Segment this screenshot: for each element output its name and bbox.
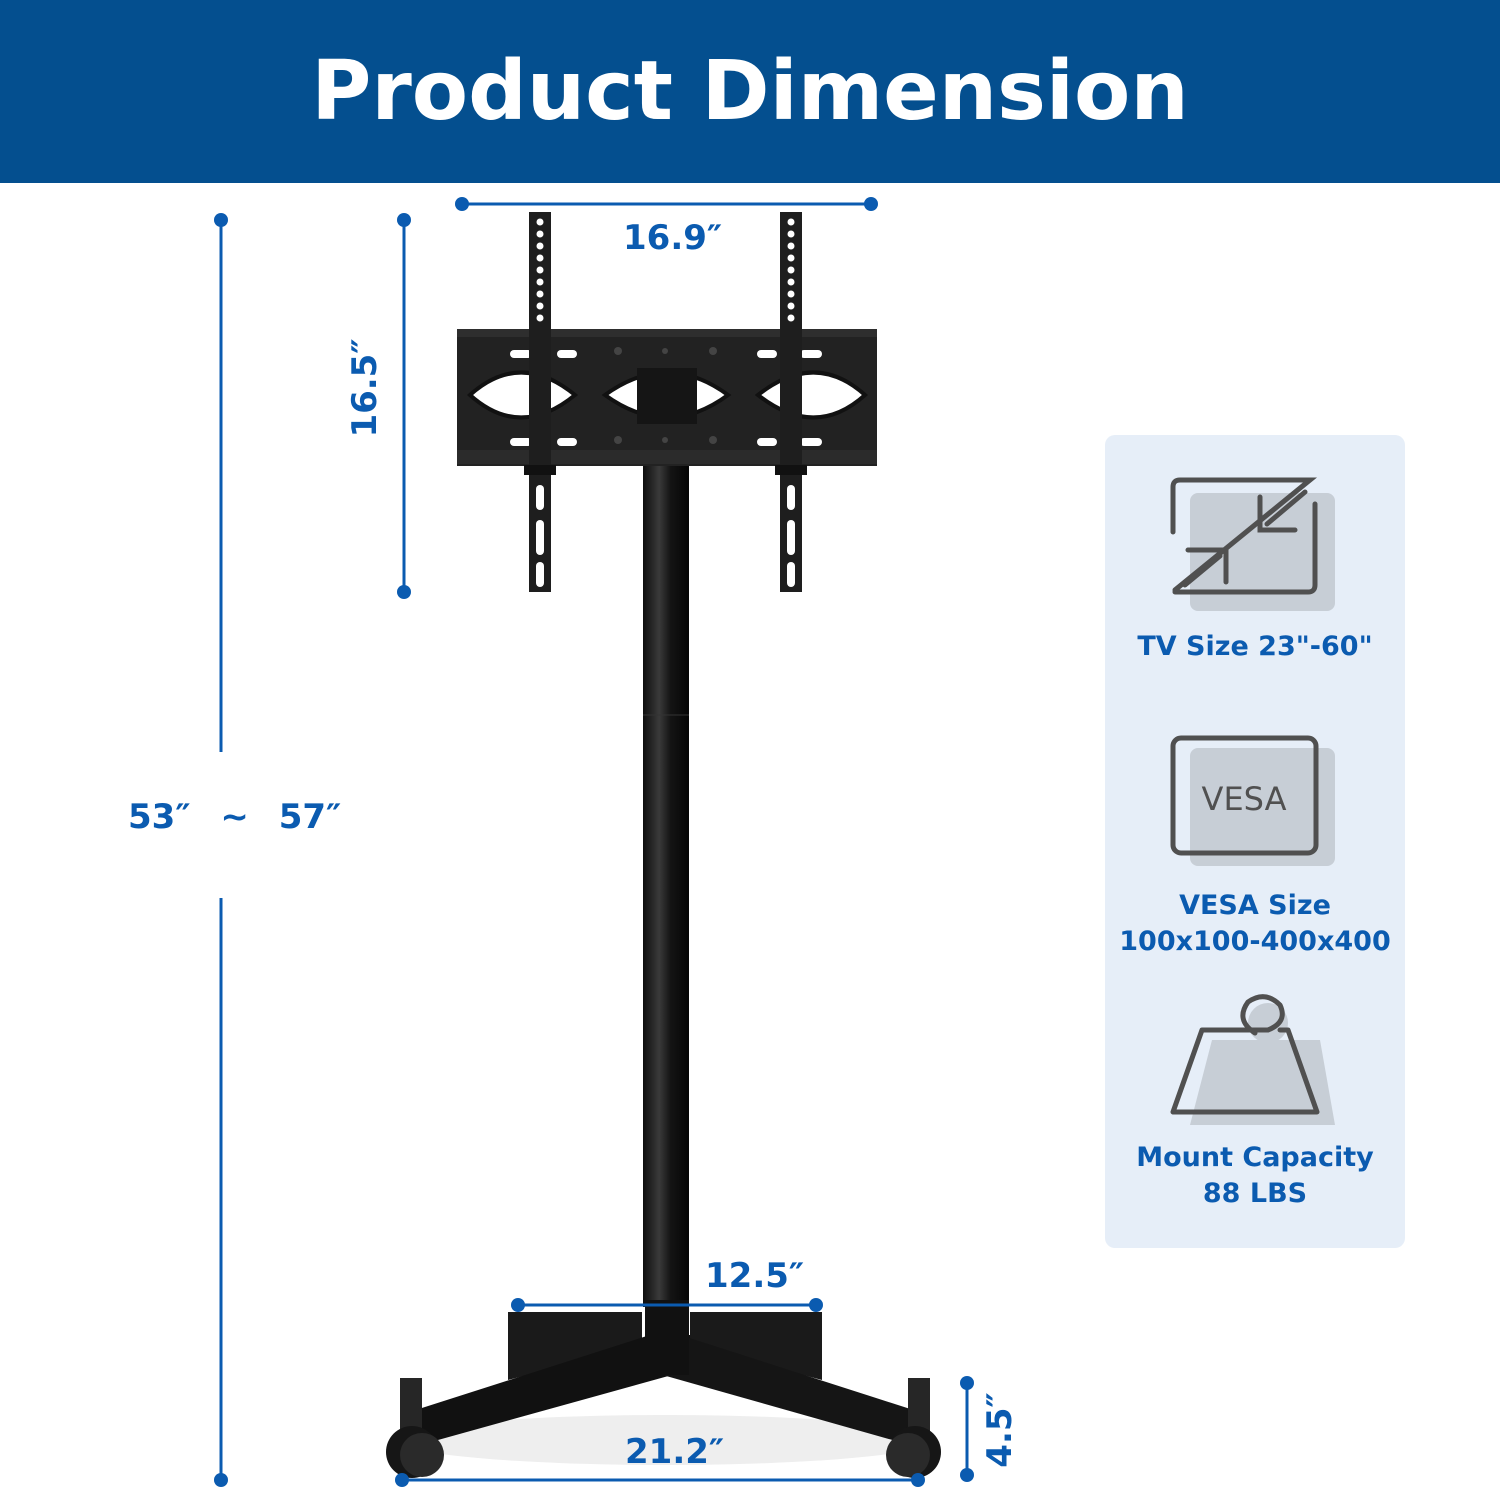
feature-mount-capacity: Mount Capacity 88 LBS (1105, 990, 1405, 1212)
mounting-plate (457, 329, 877, 466)
bracket-width-label: 16.9″ (623, 218, 723, 258)
capacity-label-line2: 88 LBS (1202, 1178, 1308, 1209)
stand-pole (643, 462, 689, 1307)
feature-tv-size: TV Size 23"-60" (1105, 477, 1405, 665)
vesa-size-label: VESA Size 100x100-400x400 (1105, 888, 1405, 960)
base-outer-width-label: 21.2″ (625, 1432, 725, 1472)
overall-height-min: 53″ (128, 797, 191, 837)
dimension-lines (214, 197, 974, 1487)
features-panel: TV Size 23"-60" VESA VESA Size 100x100-4… (1105, 435, 1405, 1248)
stand-base (386, 1300, 941, 1478)
base-inner-width-label: 12.5″ (705, 1256, 805, 1296)
vesa-label-line2: 100x100-400x400 (1119, 926, 1391, 957)
page-title: Product Dimension (311, 44, 1189, 139)
overall-height-max: 57″ (278, 797, 342, 837)
caster-height-label: 4.5″ (980, 1392, 1020, 1468)
vesa-icon: VESA (1170, 735, 1335, 866)
feature-vesa: VESA VESA Size 100x100-400x400 (1105, 735, 1405, 960)
tv-size-icon (1170, 477, 1335, 611)
vesa-bracket-left (524, 212, 556, 592)
overall-height-label: 53″ ~ 57″ (128, 797, 341, 837)
bracket-height-label: 16.5″ (345, 338, 385, 438)
overall-height-separator: ~ (220, 797, 249, 837)
mount-capacity-label: Mount Capacity 88 LBS (1105, 1140, 1405, 1212)
vesa-bracket-right (775, 212, 807, 592)
tv-size-label: TV Size 23"-60" (1137, 631, 1373, 662)
header-banner: Product Dimension (0, 0, 1500, 183)
capacity-label-line1: Mount Capacity (1136, 1142, 1374, 1173)
weight-icon (1170, 994, 1335, 1125)
svg-text:VESA: VESA (1202, 780, 1287, 818)
vesa-label-line1: VESA Size (1179, 890, 1331, 921)
